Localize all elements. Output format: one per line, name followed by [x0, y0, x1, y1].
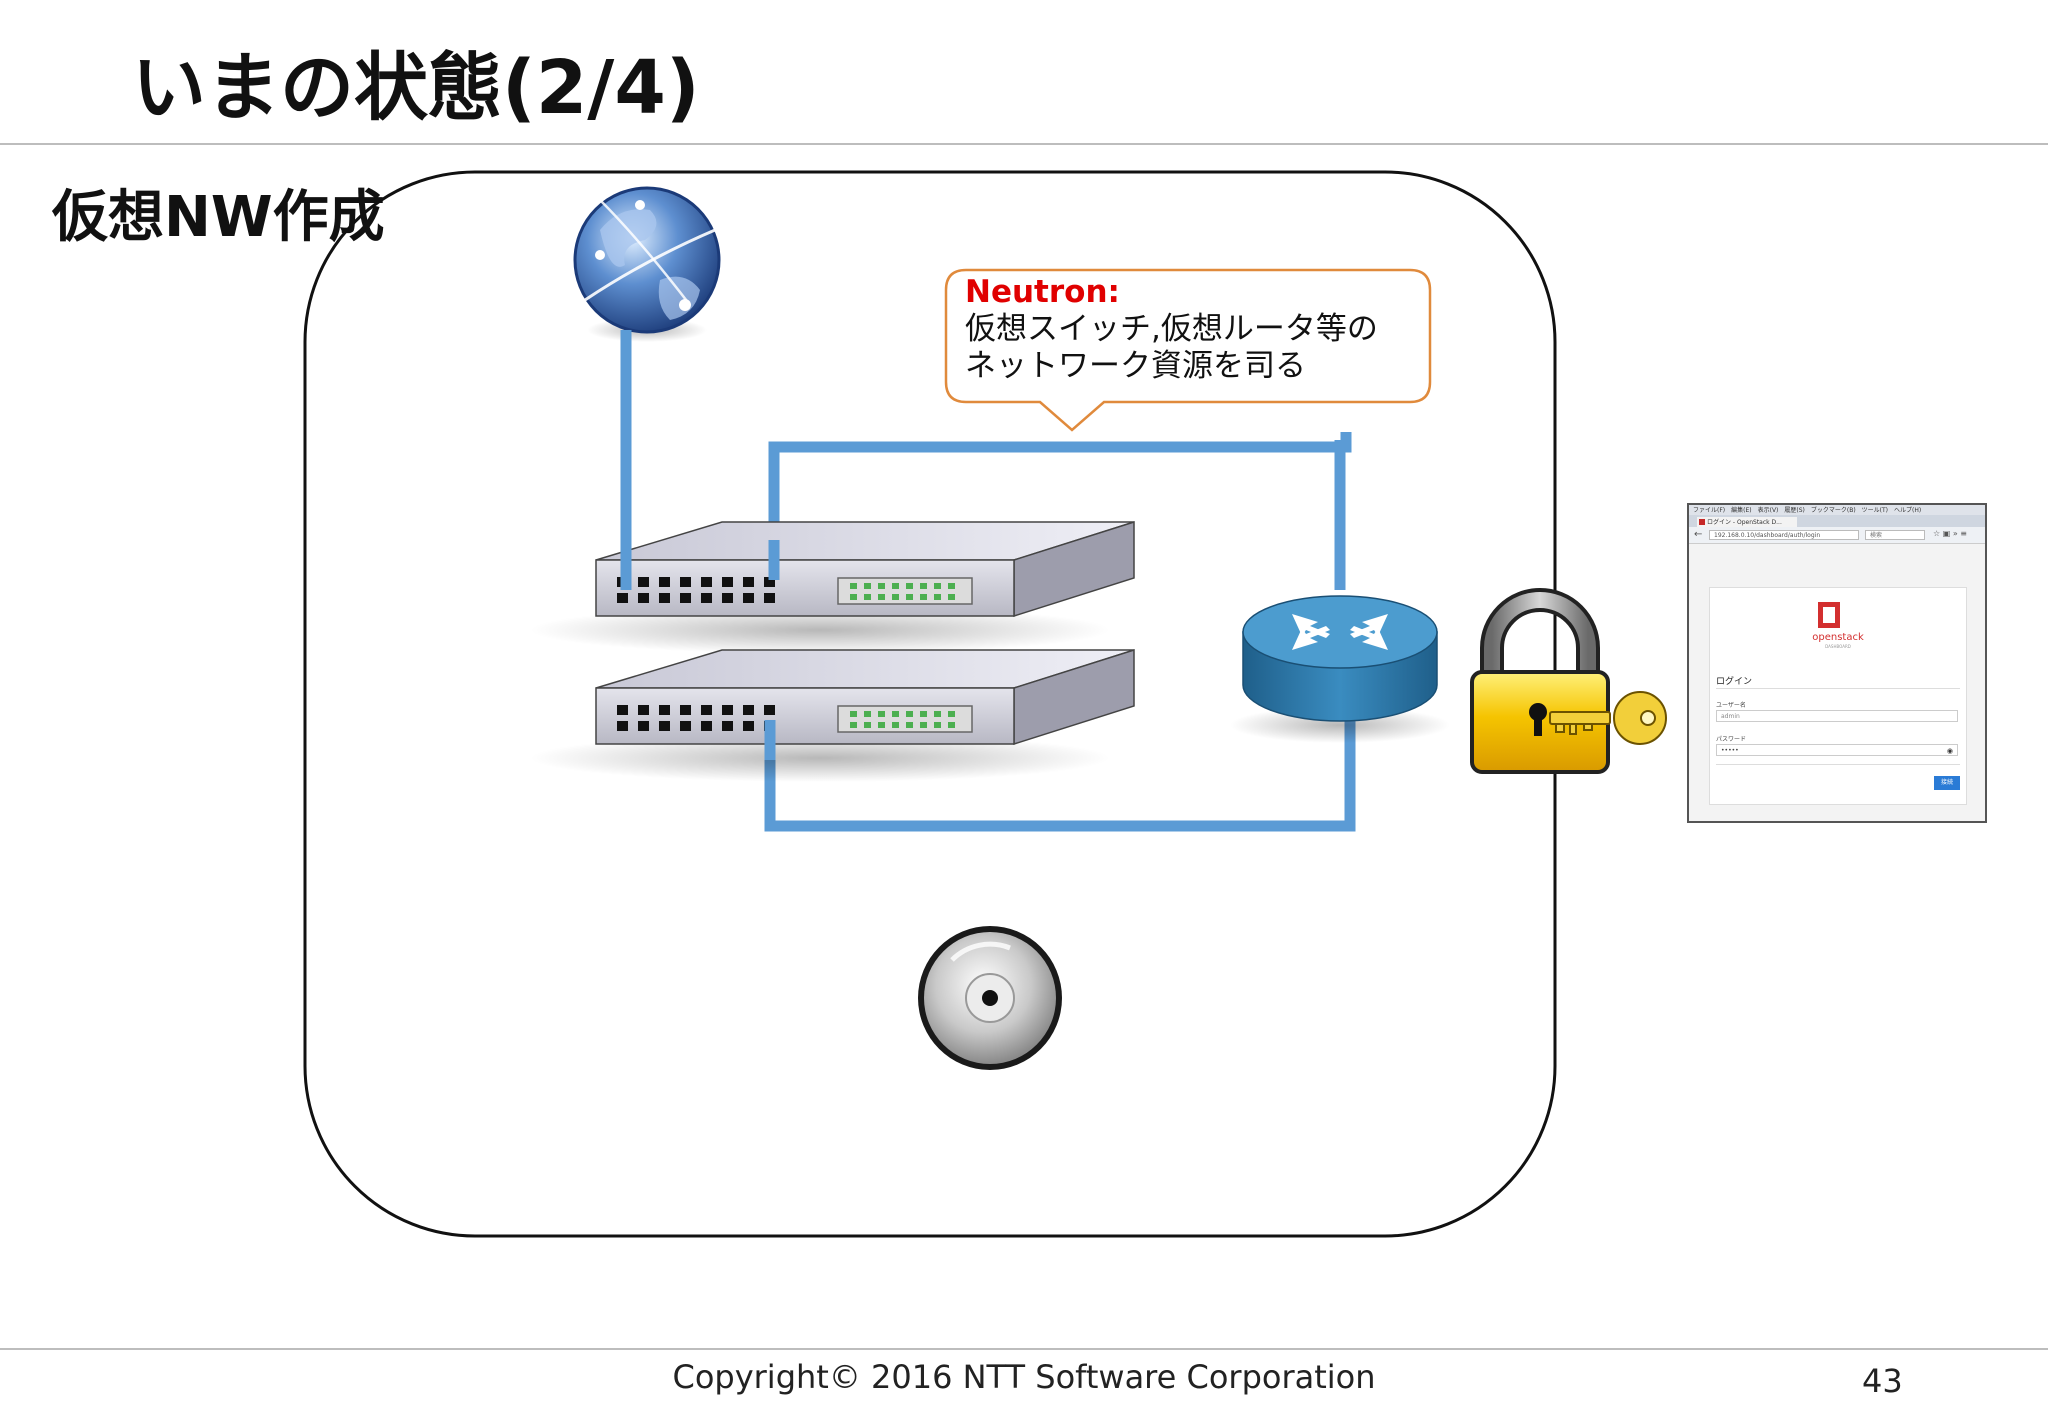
openstack-logo-icon	[1818, 602, 1840, 628]
login-divider	[1716, 688, 1960, 689]
dashboard-login-screenshot: ファイル(F) 編集(E) 表示(V) 履歴(S) ブックマーク(B) ツール(…	[1687, 503, 1987, 823]
browser-urlbar: ← 192.168.0.10/dashboard/auth/login 検索 ☆…	[1689, 527, 1985, 544]
title-divider	[0, 143, 2048, 145]
callout-line-2: ネットワーク資源を司る	[965, 347, 1306, 384]
slide-title: いまの状態(2/4)	[132, 45, 700, 131]
eye-icon: ◉	[1946, 747, 1953, 755]
login-heading: ログイン	[1716, 677, 1753, 687]
browser-toolbar-icons: ☆ ▣ » ≡	[1933, 529, 1967, 538]
globe-icon	[573, 186, 721, 342]
browser-search-field: 検索	[1865, 530, 1925, 540]
browser-tabbar: ログイン - OpenStack D...	[1689, 515, 1985, 527]
callout-line-1: 仮想スイッチ,仮想ルータ等の	[965, 310, 1378, 347]
browser-menubar: ファイル(F) 編集(E) 表示(V) 履歴(S) ブックマーク(B) ツール(…	[1689, 505, 1985, 515]
footer-divider	[0, 1348, 2048, 1350]
browser-tab-label: ログイン - OpenStack D...	[1707, 519, 1782, 526]
openstack-logo-text: openstack	[1812, 632, 1864, 643]
browser-tab: ログイン - OpenStack D...	[1697, 517, 1797, 527]
password-label: パスワード	[1716, 736, 1747, 743]
password-value: •••••	[1721, 747, 1739, 754]
callout-title: Neutron:	[965, 274, 1120, 310]
padlock-key-icon	[1470, 588, 1667, 774]
footer-copyright: Copyright© 2016 NTT Software Corporation	[672, 1358, 1376, 1396]
back-arrow-icon: ←	[1694, 529, 1703, 540]
router-icon	[1230, 595, 1450, 743]
password-field: ••••• ◉	[1716, 744, 1958, 756]
login-submit-button: 接続	[1934, 776, 1960, 790]
openstack-logo-subtext: DASHBOARD	[1825, 644, 1851, 649]
url-field: 192.168.0.10/dashboard/auth/login	[1709, 530, 1859, 540]
disk-icon	[918, 926, 1062, 1070]
favicon-icon	[1699, 519, 1705, 525]
username-label: ユーザー名	[1716, 702, 1746, 709]
page-number: 43	[1862, 1362, 1903, 1400]
switch-router-link-upper	[768, 432, 1352, 580]
neutron-callout: Neutron: 仮想スイッチ,仮想ルータ等の ネットワーク資源を司る	[965, 274, 1425, 385]
section-subtitle: 仮想NW作成	[52, 185, 385, 250]
neutron-callout-bubble	[944, 268, 1432, 432]
network-switch-icon	[530, 648, 1135, 782]
login-panel: openstack DASHBOARD ログイン ユーザー名 admin パスワ…	[1709, 587, 1967, 805]
network-switch-icon	[530, 520, 1135, 654]
login-divider-bottom	[1716, 764, 1960, 765]
username-field: admin	[1716, 710, 1958, 722]
